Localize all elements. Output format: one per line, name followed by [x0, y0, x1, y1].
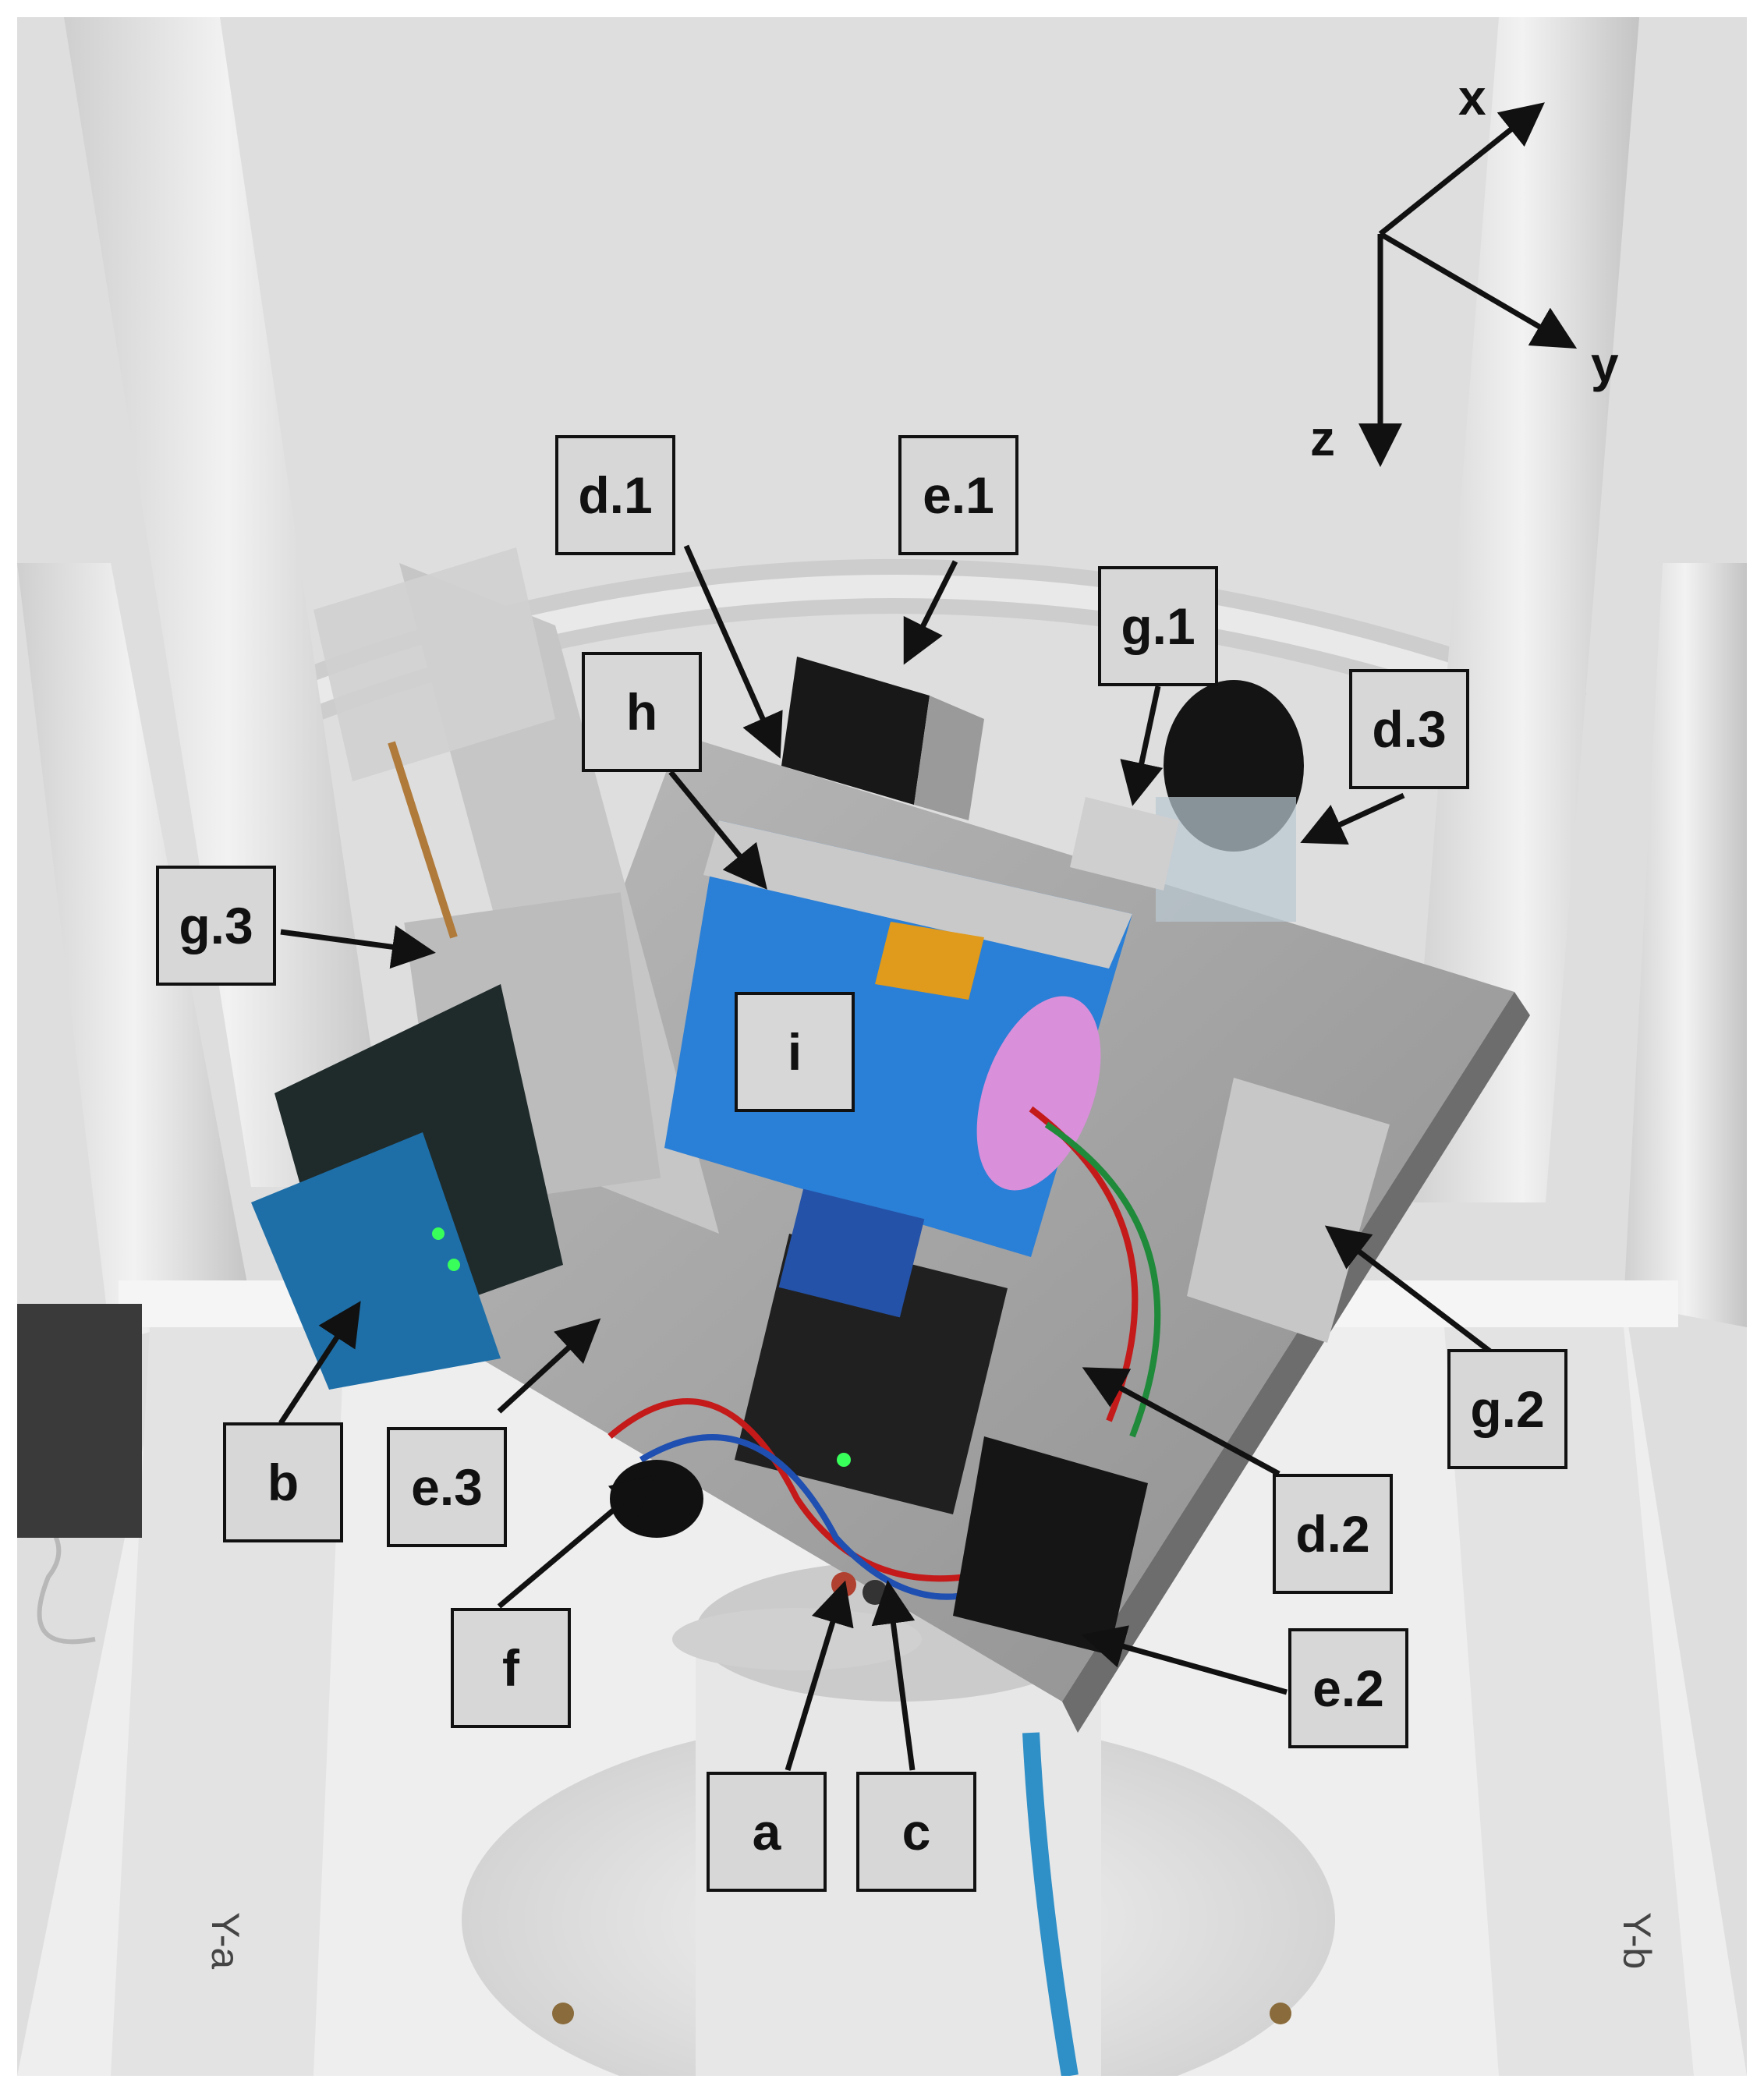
apparatus-scene: Y-a Y-b: [17, 17, 1747, 2076]
photo: Y-a Y-b: [17, 17, 1747, 2076]
axis-y-label: y: [1591, 336, 1619, 392]
label-a: a: [707, 1772, 827, 1892]
label-i: i: [735, 992, 855, 1112]
label-e1: e.1: [898, 435, 1018, 555]
label-f: f: [451, 1608, 571, 1728]
label-h: h: [582, 652, 702, 772]
label-d2: d.2: [1273, 1474, 1393, 1594]
label-b: b: [223, 1422, 343, 1542]
label-g1: g.1: [1098, 566, 1218, 686]
axis-z-label: z: [1310, 410, 1335, 466]
frame-tag-right: Y-b: [1615, 1912, 1659, 1969]
motor-e2: [953, 1436, 1148, 1655]
driver-board: [735, 1234, 1008, 1514]
label-e3: e.3: [387, 1427, 507, 1547]
label-g2: g.2: [1447, 1349, 1567, 1469]
frame-tag-left: Y-a: [204, 1912, 247, 1969]
pillar-right: [1405, 17, 1639, 1202]
label-g3: g.3: [156, 866, 276, 986]
label-c: c: [856, 1772, 976, 1892]
label-d3: d.3: [1349, 669, 1469, 789]
label-d1: d.1: [555, 435, 675, 555]
axis-x-label: x: [1458, 69, 1486, 126]
pillar-left: [64, 17, 391, 1187]
motor-e1: [781, 657, 930, 805]
label-e2: e.2: [1288, 1628, 1408, 1748]
